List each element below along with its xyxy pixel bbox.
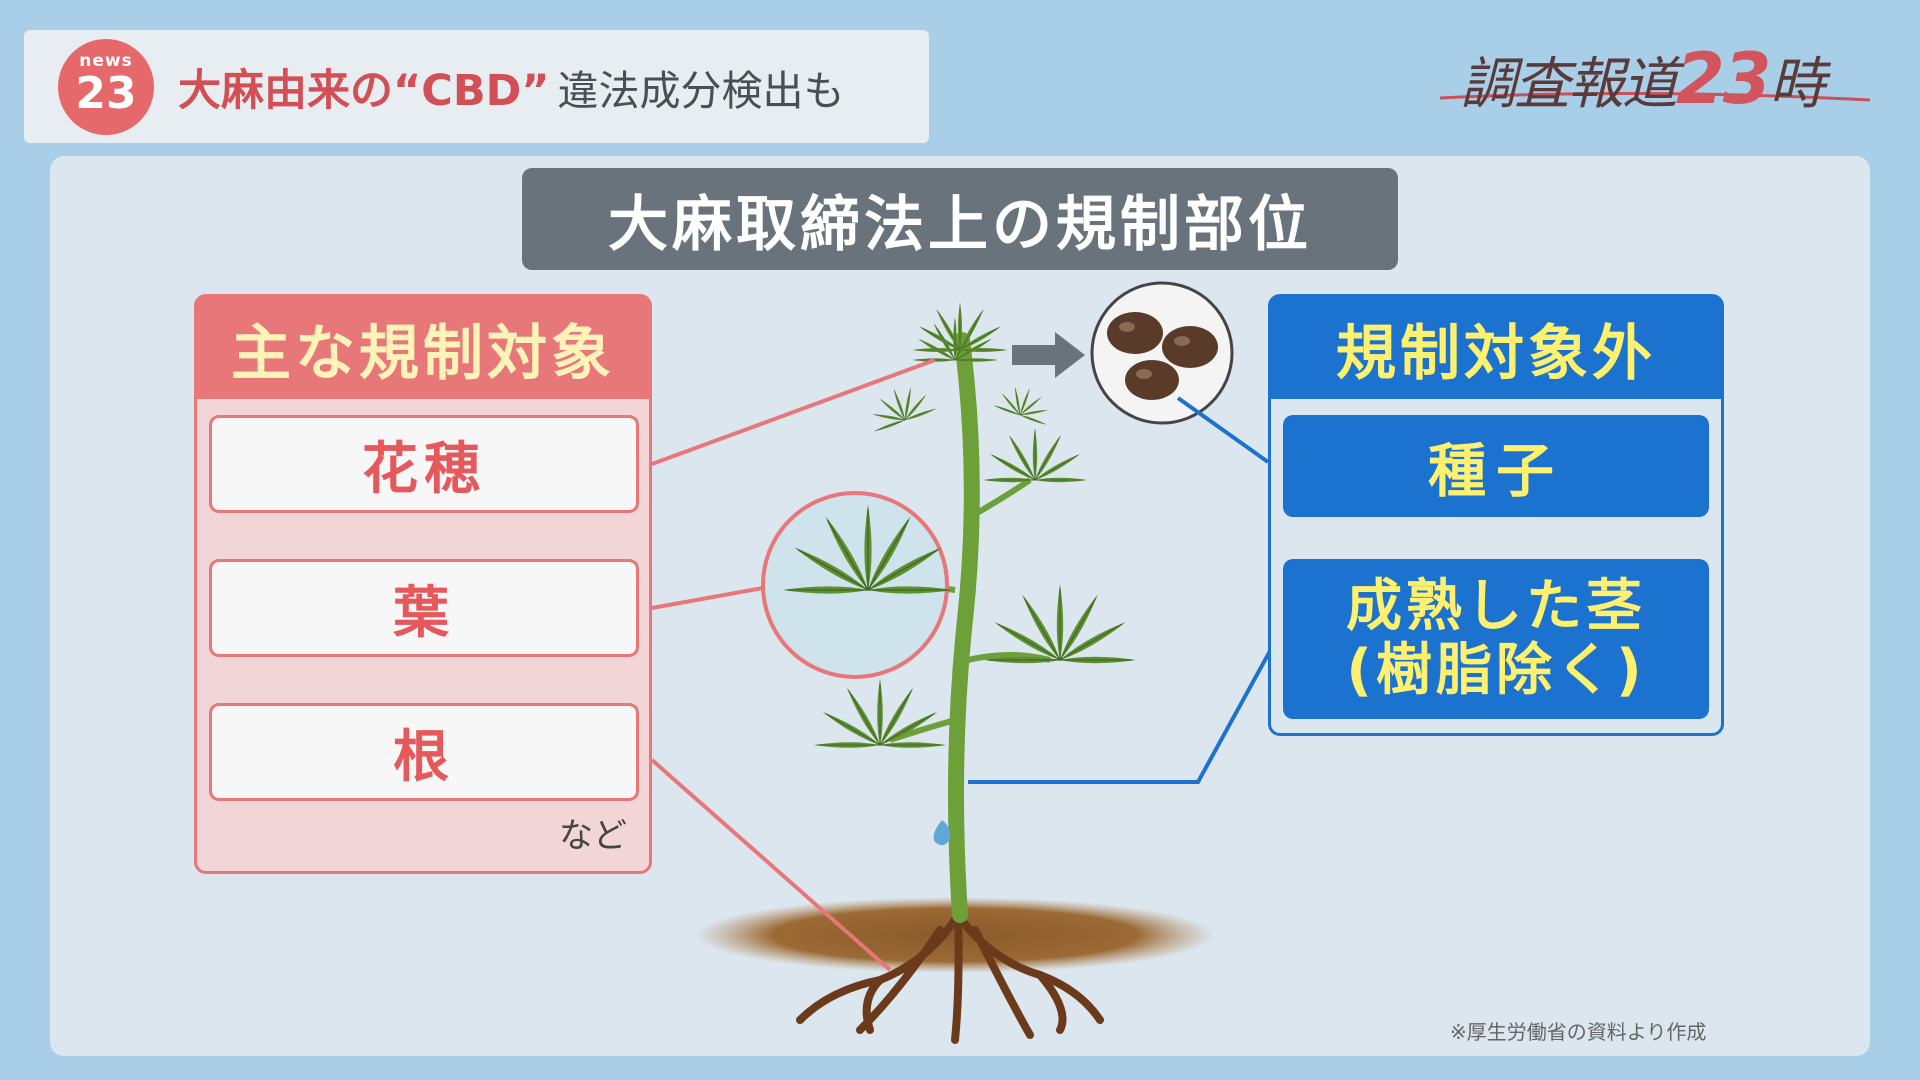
non-regulated-heading: 規制対象外 (1271, 297, 1721, 399)
news-header: news 23 大麻由来の“CBD”違法成分検出も (24, 30, 929, 143)
roots (796, 911, 1104, 1044)
resin-drop (933, 820, 951, 846)
headline-sub: 違法成分検出も (557, 66, 845, 115)
flower-head (912, 317, 998, 362)
regulated-item-flower: 花穂 (209, 415, 639, 513)
regulated-parts-box: 主な規制対象 花穂 葉 根 など (194, 294, 652, 874)
source-note: ※厚生労働省の資料より作成 (1450, 1020, 1707, 1044)
regulated-heading: 主な規制対象 (197, 297, 649, 399)
regulated-etc-note: など (559, 816, 627, 856)
program-logo-number: 23 (1676, 38, 1771, 120)
program-logo: 調査報道23時 (1430, 28, 1880, 138)
stem-note: (樹脂除く) (1346, 638, 1646, 703)
program-logo-suffix: 時 (1769, 52, 1825, 117)
non-regulated-connectors (968, 396, 1278, 784)
arrow-icon (1012, 332, 1085, 378)
stem-label: 成熟した茎 (1346, 573, 1646, 639)
program-logo-text: 調査報道23時 (1460, 38, 1825, 120)
diagram-title: 大麻取締法上の規制部位 (522, 168, 1398, 270)
logo-brush-stroke (1439, 91, 1871, 102)
regulated-connectors (650, 358, 936, 972)
regulated-item-leaf: 葉 (209, 559, 639, 657)
plant-stem (948, 332, 980, 923)
non-regulated-item-seed: 種子 (1283, 415, 1709, 517)
headline-main: 大麻由来の“CBD” (178, 65, 550, 116)
headline: 大麻由来の“CBD”違法成分検出も (178, 56, 845, 118)
seeds (1107, 312, 1218, 400)
non-regulated-item-stem: 成熟した茎 (樹脂除く) (1283, 559, 1709, 719)
news-logo-number: 23 (75, 68, 137, 119)
program-logo-title: 調査報道 (1460, 52, 1678, 117)
news-logo-label: news (79, 51, 133, 71)
news23-logo: news 23 (58, 38, 154, 135)
leaf-highlight-circle (761, 491, 949, 679)
non-regulated-parts-box: 規制対象外 種子 成熟した茎 (樹脂除く) (1268, 294, 1724, 736)
regulated-item-root: 根 (209, 703, 639, 801)
